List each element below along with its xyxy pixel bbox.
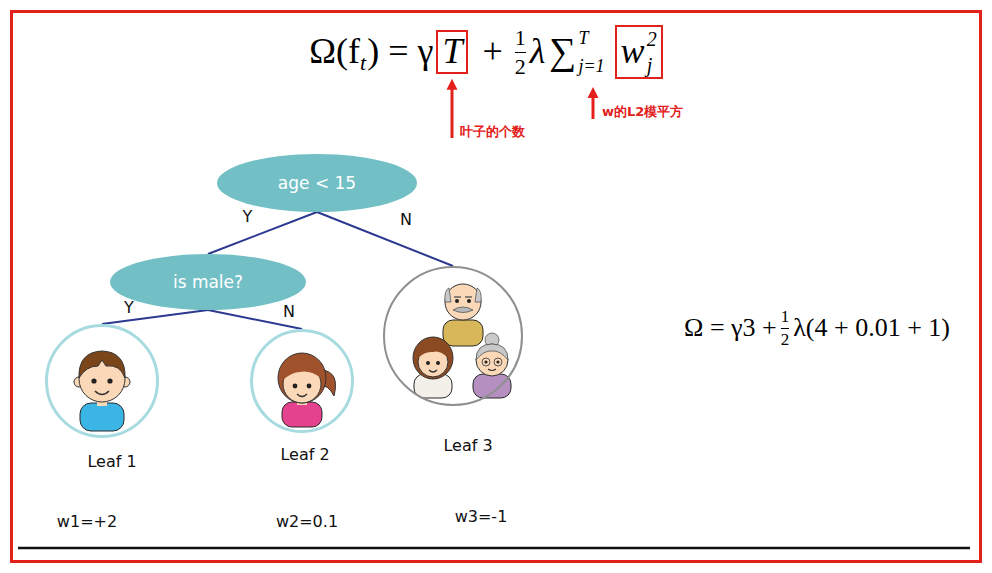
annotation-arrow bbox=[451, 87, 454, 138]
fraction: 12 bbox=[515, 26, 526, 77]
subscript: j bbox=[647, 55, 653, 75]
grandpa-figure bbox=[443, 284, 483, 346]
formula-text: λ bbox=[530, 32, 546, 72]
boy-figure bbox=[74, 351, 130, 431]
branch-label: N bbox=[283, 304, 295, 320]
leaf-label: Leaf 3 bbox=[443, 436, 492, 455]
formula-text: λ(4 + 0.01 + 1) bbox=[793, 314, 950, 343]
script-stack: 2j bbox=[647, 29, 657, 75]
leaf-circle: Leaf 1 bbox=[45, 324, 159, 438]
formula-text: ) = γ bbox=[367, 32, 433, 72]
branch-label: N bbox=[400, 212, 412, 228]
branch-label: Y bbox=[124, 300, 134, 316]
annotation-arrowhead bbox=[447, 79, 458, 90]
branch-label: Y bbox=[243, 209, 253, 225]
fraction-numerator: 1 bbox=[781, 308, 790, 326]
subscript: j=1 bbox=[578, 57, 604, 75]
ellipse-fill bbox=[217, 154, 417, 212]
annotation-arrow bbox=[592, 95, 595, 119]
fraction-bar bbox=[781, 328, 790, 329]
regularization-result: Ω = γ3 +12λ(4 + 0.01 + 1) bbox=[684, 308, 950, 349]
ellipse-fill bbox=[110, 254, 306, 310]
leaf-circle: Leaf 2 bbox=[250, 329, 354, 433]
tree-branch bbox=[208, 212, 317, 254]
tree-branch bbox=[317, 212, 453, 266]
objective-formula: Ω(ft) = γT+12λ∑Tj=1w2j bbox=[309, 25, 662, 79]
girl-figure bbox=[278, 353, 336, 427]
woman-figure bbox=[413, 337, 453, 398]
fraction-numerator: 1 bbox=[515, 26, 526, 49]
tree-branch bbox=[102, 310, 208, 324]
highlight-box: w2j bbox=[615, 25, 663, 79]
formula-text: Ω = γ3 + bbox=[684, 314, 777, 343]
outer-frame bbox=[12, 12, 981, 562]
formula-text: Ω(f bbox=[309, 32, 360, 72]
superscript: T bbox=[578, 29, 588, 47]
decision-ellipse: is male? bbox=[110, 254, 306, 310]
fraction-denominator: 2 bbox=[515, 55, 526, 78]
fraction: 12 bbox=[781, 308, 790, 349]
superscript: 2 bbox=[647, 29, 657, 49]
formula-text: + bbox=[482, 32, 502, 72]
leaf-circle: Leaf 3 bbox=[383, 266, 523, 406]
leaf-count-symbol: T bbox=[442, 32, 462, 72]
fraction-denominator: 2 bbox=[781, 331, 790, 349]
leaf-weight: w1=+2 bbox=[57, 512, 117, 531]
bottom-rule bbox=[18, 547, 970, 550]
highlight-box: T bbox=[436, 30, 468, 74]
leaf-label: Leaf 2 bbox=[280, 445, 329, 464]
fraction-bar bbox=[515, 52, 526, 53]
script-stack: Tj=1 bbox=[578, 29, 604, 75]
annotation-label: w的L2模平方 bbox=[602, 103, 683, 121]
node-label: is male? bbox=[173, 272, 243, 292]
subscript: t bbox=[360, 51, 366, 75]
weight-symbol: w bbox=[621, 32, 645, 72]
leaf-weight: w2=0.1 bbox=[276, 512, 338, 531]
annotation-arrowhead bbox=[588, 87, 599, 98]
decision-ellipse: age < 15 bbox=[217, 154, 417, 212]
sum-symbol: ∑ bbox=[549, 31, 576, 73]
leaf-label: Leaf 1 bbox=[87, 452, 136, 471]
leaf-weight: w3=-1 bbox=[455, 507, 508, 526]
node-label: age < 15 bbox=[278, 173, 356, 193]
annotation-label: 叶子的个数 bbox=[460, 123, 525, 141]
grandma-figure bbox=[473, 333, 511, 398]
